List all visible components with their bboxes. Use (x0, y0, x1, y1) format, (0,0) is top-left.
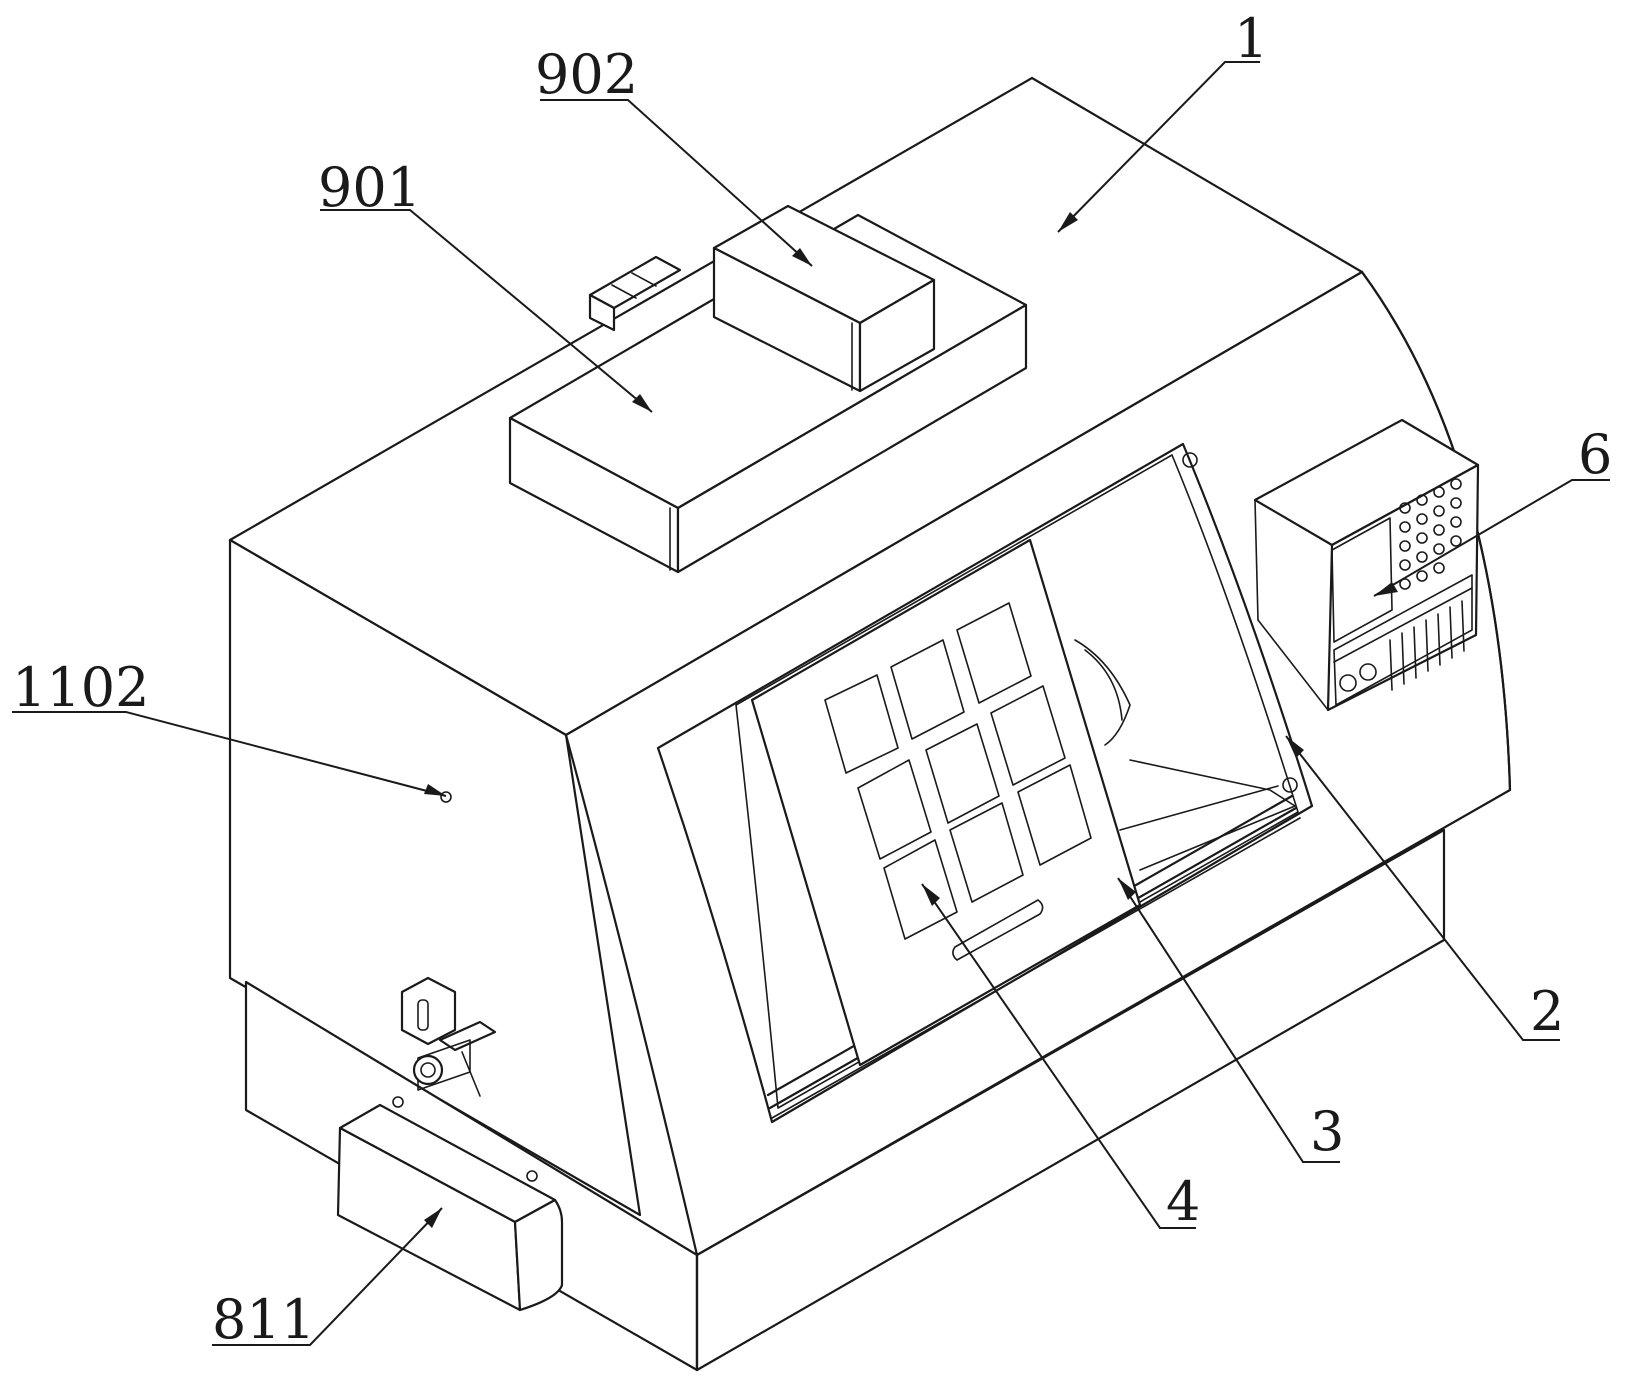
callout-label-6: 6 (1578, 423, 1612, 486)
callout-label-1: 1 (1234, 7, 1268, 70)
side-sensor (440, 791, 452, 803)
callout-leaders (12, 61, 1610, 1346)
callout-label-2: 2 (1530, 980, 1564, 1043)
callout-label-902: 902 (535, 43, 638, 106)
callout-label-901: 901 (318, 156, 421, 219)
rear-connector (588, 255, 682, 332)
window-panes (824, 602, 1092, 940)
callout-label-1102: 1102 (12, 656, 149, 719)
callout-label-811: 811 (212, 1288, 315, 1351)
control-panel (1253, 418, 1480, 712)
callout-label-4: 4 (1166, 1170, 1200, 1233)
sliding-door (750, 538, 1142, 1067)
side-bracket (400, 976, 497, 1097)
top-box-902 (712, 204, 936, 393)
callout-label-3: 3 (1310, 1100, 1344, 1163)
